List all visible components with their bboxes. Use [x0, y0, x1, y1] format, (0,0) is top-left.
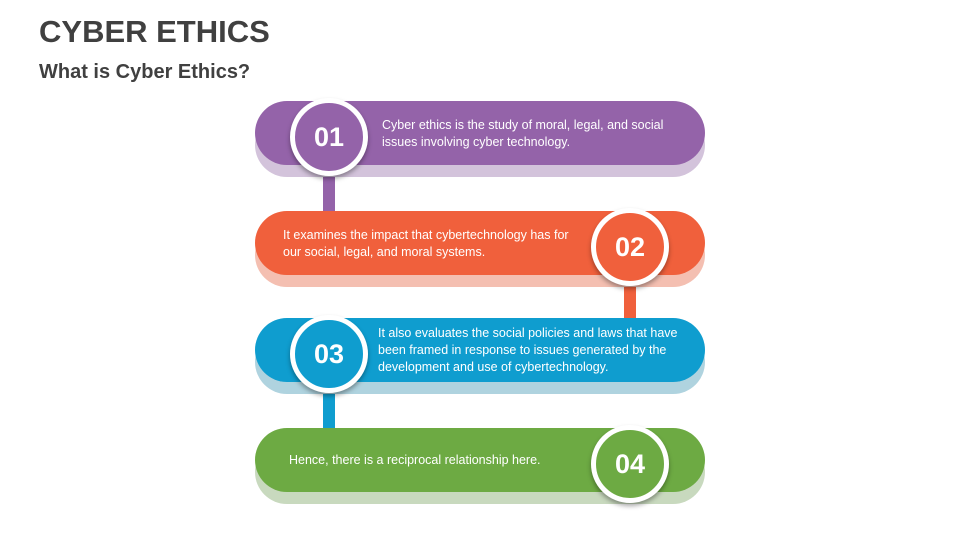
step-1-number-badge: 01 — [290, 98, 368, 176]
page-title: CYBER ETHICS — [39, 14, 270, 49]
step-4-number-badge: 04 — [591, 425, 669, 503]
connector-1-2 — [323, 170, 335, 215]
step-3-text: It also evaluates the social policies an… — [378, 326, 678, 374]
connector-3-4 — [323, 388, 335, 433]
connector-2-3 — [624, 280, 636, 325]
step-1-text: Cyber ethics is the study of moral, lega… — [382, 118, 664, 149]
step-2-text: It examines the impact that cybertechnol… — [283, 228, 569, 259]
step-3-number-badge: 03 — [290, 315, 368, 393]
step-2-number-badge: 02 — [591, 208, 669, 286]
page-subtitle: What is Cyber Ethics? — [39, 61, 251, 83]
step-4-text: Hence, there is a reciprocal relationshi… — [289, 453, 541, 467]
